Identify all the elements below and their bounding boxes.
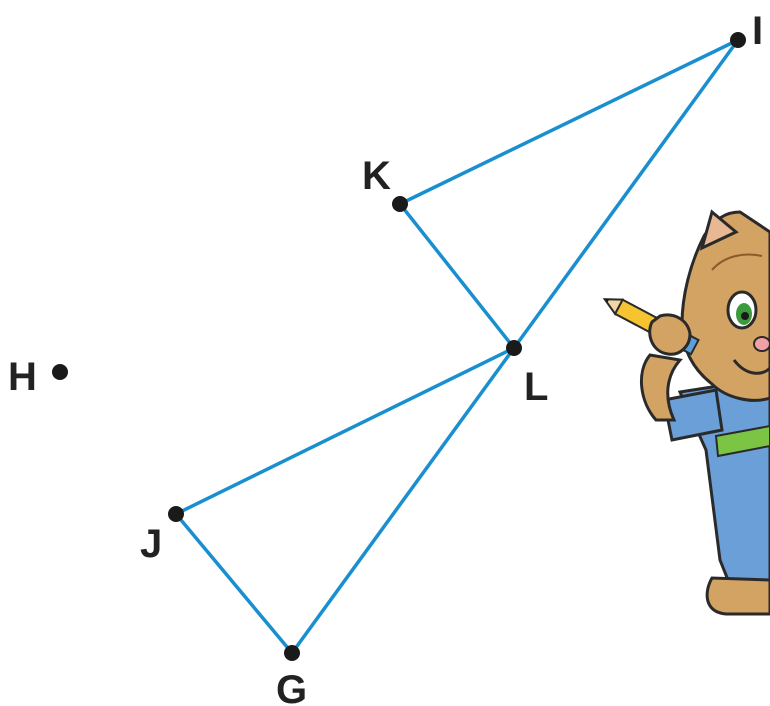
segment-ik xyxy=(398,38,740,206)
segment-kl xyxy=(398,202,516,350)
segment-li xyxy=(512,38,740,350)
point-k xyxy=(392,196,408,212)
point-g xyxy=(284,645,300,661)
segment-gl xyxy=(290,346,516,655)
point-l xyxy=(506,340,522,356)
point-group xyxy=(52,32,746,661)
segment-lj xyxy=(174,346,516,516)
point-label-g: G xyxy=(276,668,307,706)
point-label-h: H xyxy=(8,355,37,399)
point-label-j: J xyxy=(140,522,162,566)
point-label-l: L xyxy=(524,365,548,409)
label-group: I K L H J G xyxy=(8,9,763,706)
point-j xyxy=(168,506,184,522)
segment-group xyxy=(174,38,740,655)
point-label-k: K xyxy=(362,154,391,198)
segment-jg xyxy=(174,512,294,655)
point-i xyxy=(730,32,746,48)
cat-pencil-icon xyxy=(602,209,770,616)
point-h xyxy=(52,364,68,380)
point-label-i: I xyxy=(752,9,763,53)
